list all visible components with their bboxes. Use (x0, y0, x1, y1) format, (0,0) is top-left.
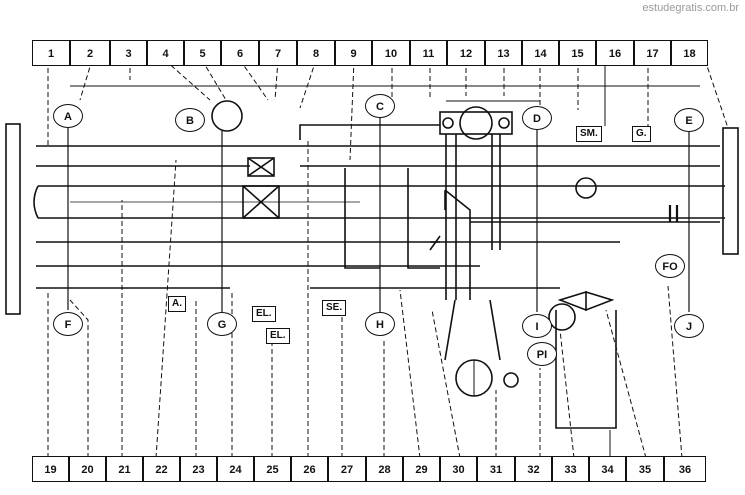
bottom-number-19: 19 (32, 456, 69, 482)
top-number-10: 10 (372, 40, 410, 66)
bottom-number-31: 31 (477, 456, 515, 482)
top-number-11: 11 (410, 40, 447, 66)
label-D: D (522, 106, 552, 130)
fan-circle (575, 177, 597, 199)
top-number-4: 4 (147, 40, 184, 66)
label-EL-2: EL. (266, 328, 290, 344)
top-number-17: 17 (634, 40, 671, 66)
label-C: C (365, 94, 395, 118)
top-number-6: 6 (221, 40, 259, 66)
bottom-number-32: 32 (515, 456, 552, 482)
top-number-2: 2 (70, 40, 110, 66)
bottom-number-24: 24 (217, 456, 254, 482)
top-number-13: 13 (485, 40, 522, 66)
main-pipe-outline (38, 185, 725, 219)
label-I: I (522, 314, 552, 338)
top-number-15: 15 (559, 40, 596, 66)
label-G: G (207, 312, 237, 336)
gate-valve-x (242, 185, 280, 219)
top-number-1: 1 (32, 40, 70, 66)
vertical-pipe-2 (491, 134, 501, 250)
watermark: estudegratis.com.br (642, 2, 739, 14)
label-B: B (175, 108, 205, 132)
label-PI: PI (527, 342, 557, 366)
tank (555, 310, 617, 429)
top-number-9: 9 (335, 40, 372, 66)
vertical-pipe-1 (445, 134, 457, 300)
bottom-number-23: 23 (180, 456, 217, 482)
label-H: H (365, 312, 395, 336)
bottom-number-28: 28 (366, 456, 403, 482)
pump-circle (459, 106, 493, 140)
label-E: E (674, 108, 704, 132)
bottom-number-20: 20 (69, 456, 106, 482)
bottom-number-22: 22 (143, 456, 180, 482)
top-number-18: 18 (671, 40, 708, 66)
small-valve (247, 157, 275, 177)
bottom-number-30: 30 (440, 456, 477, 482)
label-SM: SM. (576, 126, 602, 142)
main-pipe-left-cap (33, 185, 39, 219)
bottom-number-36: 36 (664, 456, 706, 482)
loop-left (344, 168, 380, 269)
gate-valve-main (242, 185, 280, 219)
left-side-bar (5, 123, 21, 315)
loop-top (299, 124, 440, 140)
top-number-14: 14 (522, 40, 559, 66)
top-number-3: 3 (110, 40, 147, 66)
bottom-number-34: 34 (589, 456, 626, 482)
butterfly-valve (557, 290, 615, 312)
right-side-bar (722, 127, 739, 255)
label-A-left: A. (168, 296, 186, 312)
top-number-12: 12 (447, 40, 485, 66)
label-J: J (674, 314, 704, 338)
pi-circle (548, 303, 576, 331)
label-EL-1: EL. (252, 306, 276, 322)
duct-lower (444, 299, 501, 361)
bottom-number-21: 21 (106, 456, 143, 482)
bottom-number-27: 27 (328, 456, 366, 482)
top-number-7: 7 (259, 40, 297, 66)
bottom-number-25: 25 (254, 456, 291, 482)
pump-circle-B (211, 100, 243, 132)
label-FO: FO (655, 254, 685, 278)
top-number-8: 8 (297, 40, 335, 66)
pump-frame (439, 111, 513, 135)
label-G-right: G. (632, 126, 651, 142)
bottom-number-33: 33 (552, 456, 589, 482)
bottom-number-35: 35 (626, 456, 664, 482)
bottom-number-26: 26 (291, 456, 328, 482)
label-SE: SE. (322, 300, 347, 316)
label-A: A (53, 104, 83, 128)
bottom-number-29: 29 (403, 456, 440, 482)
label-F: F (53, 312, 83, 336)
top-number-16: 16 (596, 40, 634, 66)
top-number-5: 5 (184, 40, 221, 66)
duct-upper (444, 189, 471, 300)
loop-right (407, 168, 440, 269)
